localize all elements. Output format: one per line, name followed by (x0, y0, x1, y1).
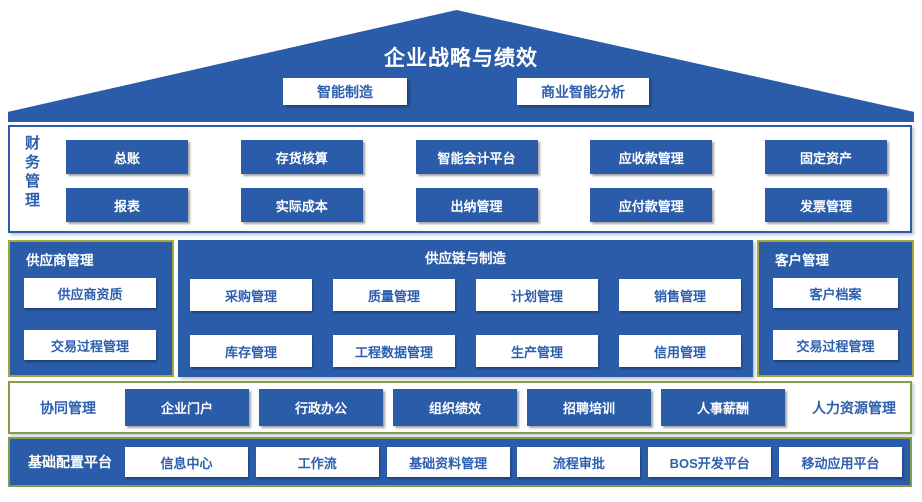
finance-box-smart-accounting: 智能会计平台 (415, 140, 538, 174)
sc-box-procurement: 采购管理 (190, 279, 312, 311)
supply-chain-row-2: 库存管理 工程数据管理 生产管理 信用管理 (190, 335, 741, 367)
supplier-panel-title: 供应商管理 (26, 253, 94, 268)
base-platform-label: 基础配置平台 (28, 454, 112, 470)
finance-box-invoice: 发票管理 (765, 188, 887, 222)
platform-box-master-data: 基础资料管理 (386, 447, 510, 477)
platform-box-mobile-app-platform: 移动应用平台 (778, 447, 902, 477)
supplier-box-qualification: 供应商资质 (24, 278, 156, 308)
roof-box-business-intelligence: 商业智能分析 (517, 78, 649, 105)
finance-box-actual-cost: 实际成本 (240, 188, 363, 222)
supplier-box-transaction-process: 交易过程管理 (24, 330, 156, 360)
collaboration-boxes: 企业门户 行政办公 组织绩效 招聘培训 人事薪酬 (125, 389, 785, 426)
customer-box-profile: 客户档案 (773, 278, 898, 308)
sc-box-credit: 信用管理 (619, 335, 741, 367)
platform-box-workflow: 工作流 (255, 447, 379, 477)
customer-box-transaction-process: 交易过程管理 (773, 330, 898, 360)
finance-box-payables: 应付款管理 (590, 188, 713, 222)
supplier-panel: 供应商管理 供应商资质 交易过程管理 (8, 240, 174, 377)
supply-chain-panel: 供应链与制造 采购管理 质量管理 计划管理 销售管理 库存管理 工程数据管理 生… (178, 240, 753, 377)
base-platform-panel: 基础配置平台 信息中心 工作流 基础资料管理 流程审批 BOS开发平台 移动应用… (8, 437, 912, 487)
sc-box-planning: 计划管理 (476, 279, 598, 311)
collab-box-recruitment-training: 招聘培训 (527, 389, 651, 426)
finance-box-reports: 报表 (66, 188, 188, 222)
collab-box-org-performance: 组织绩效 (393, 389, 517, 426)
finance-row-2: 报表 实际成本 出纳管理 应付款管理 发票管理 (66, 188, 887, 222)
finance-box-general-ledger: 总账 (66, 140, 188, 174)
customer-panel-title: 客户管理 (775, 253, 829, 268)
strategy-roof: 企业战略与绩效 智能制造 商业智能分析 (8, 10, 914, 122)
finance-box-receivables: 应收款管理 (590, 140, 713, 174)
finance-box-cashier: 出纳管理 (415, 188, 538, 222)
collab-box-admin-office: 行政办公 (259, 389, 383, 426)
collaboration-panel-label: 协同管理 (40, 399, 96, 416)
customer-panel: 客户管理 客户档案 交易过程管理 (757, 240, 914, 377)
sc-box-production: 生产管理 (476, 335, 598, 367)
finance-panel-label: 财务管理 (23, 135, 40, 211)
finance-box-fixed-assets: 固定资产 (765, 140, 887, 174)
platform-box-info-center: 信息中心 (125, 447, 248, 477)
roof-title: 企业战略与绩效 (384, 47, 538, 70)
collab-box-enterprise-portal: 企业门户 (125, 389, 249, 426)
supply-chain-row-1: 采购管理 质量管理 计划管理 销售管理 (190, 279, 741, 311)
collab-box-hr-payroll: 人事薪酬 (661, 389, 785, 426)
base-platform-boxes: 信息中心 工作流 基础资料管理 流程审批 BOS开发平台 移动应用平台 (125, 447, 902, 477)
roof-box-smart-manufacturing: 智能制造 (283, 78, 407, 105)
finance-panel: 财务管理 总账 存货核算 智能会计平台 应收款管理 固定资产 报表 实际成本 出… (8, 125, 912, 233)
finance-row-1: 总账 存货核算 智能会计平台 应收款管理 固定资产 (66, 140, 887, 174)
platform-box-bos-dev-platform: BOS开发平台 (648, 447, 772, 477)
sc-box-inventory: 库存管理 (190, 335, 312, 367)
sc-box-sales: 销售管理 (619, 279, 741, 311)
collaboration-panel: 协同管理 企业门户 行政办公 组织绩效 招聘培训 人事薪酬 人力资源管理 (8, 381, 912, 434)
sc-box-quality: 质量管理 (333, 279, 455, 311)
supply-chain-panel-title: 供应链与制造 (425, 251, 506, 266)
finance-box-inventory-accounting: 存货核算 (240, 140, 363, 174)
hr-management-label: 人力资源管理 (812, 399, 896, 416)
platform-box-process-approval: 流程审批 (517, 447, 641, 477)
sc-box-engineering-data: 工程数据管理 (333, 335, 455, 367)
